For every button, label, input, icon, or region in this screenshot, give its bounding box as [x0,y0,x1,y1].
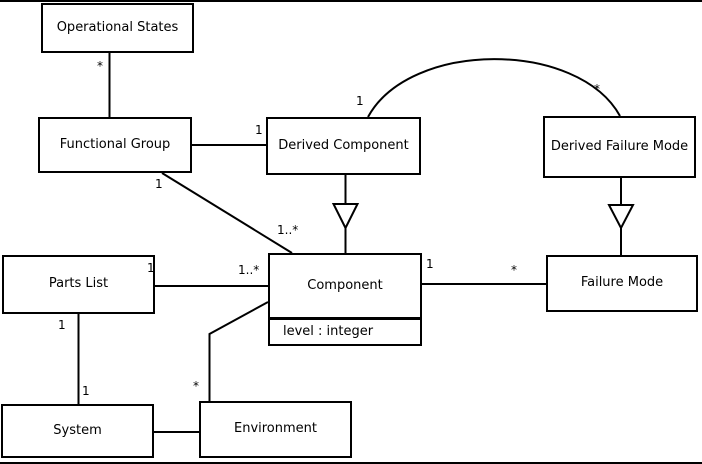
multiplicity-derived-component-end: 1 [255,123,263,137]
multiplicity-component-end-from-parts-list: 1..* [238,263,260,277]
association-functional-group-component [161,172,293,254]
multiplicity-component-end-to-failure-mode: 1 [426,257,434,271]
multiplicity-functional-group-end: 1 [155,177,163,191]
multiplicity-parts-list-end-to-system: 1 [58,318,66,332]
multiplicity-environment-end: * [193,379,199,393]
class-attribute-label: level : integer [283,323,374,339]
class-derived-component: Derived Component [266,117,421,175]
class-derived-failure-mode: Derived Failure Mode [543,116,696,178]
generalization-triangle-icon [607,204,635,231]
association-component-environment [208,301,269,401]
multiplicity-parts-list-end: 1 [147,261,155,275]
class-attribute-compartment: level : integer [270,320,420,344]
multiplicity-system-end: 1 [82,384,90,398]
class-name-label: Derived Component [278,137,409,153]
class-failure-mode: Failure Mode [546,255,698,312]
class-component: Component level : integer [268,253,422,346]
class-name-label: Functional Group [59,136,171,152]
class-name-label: System [53,422,102,438]
multiplicity-operational-states-end: * [97,59,103,73]
multiplicity-derived-component-arc-end: 1 [356,94,364,108]
class-name-label: Parts List [48,276,109,292]
class-name-label: Failure Mode [580,275,664,291]
class-operational-states: Operational States [41,3,194,53]
class-parts-list: Parts List [2,255,155,314]
class-name-label: Environment [233,421,317,437]
generalization-triangle-icon [331,203,360,231]
class-name-label: Component [307,277,383,293]
class-functional-group: Functional Group [38,117,192,173]
class-environment: Environment [199,401,352,458]
class-name-label: Operational States [56,19,179,35]
class-name-label: Derived Failure Mode [550,138,689,154]
multiplicity-component-end-from-functional-group: 1..* [277,223,299,237]
class-system: System [1,404,154,458]
class-name-compartment: Component [270,255,420,320]
multiplicity-derived-failure-mode-arc-end: * [594,82,600,96]
multiplicity-failure-mode-end: * [511,263,517,277]
association-arc-derived-component-derived-failure-mode [367,58,621,118]
